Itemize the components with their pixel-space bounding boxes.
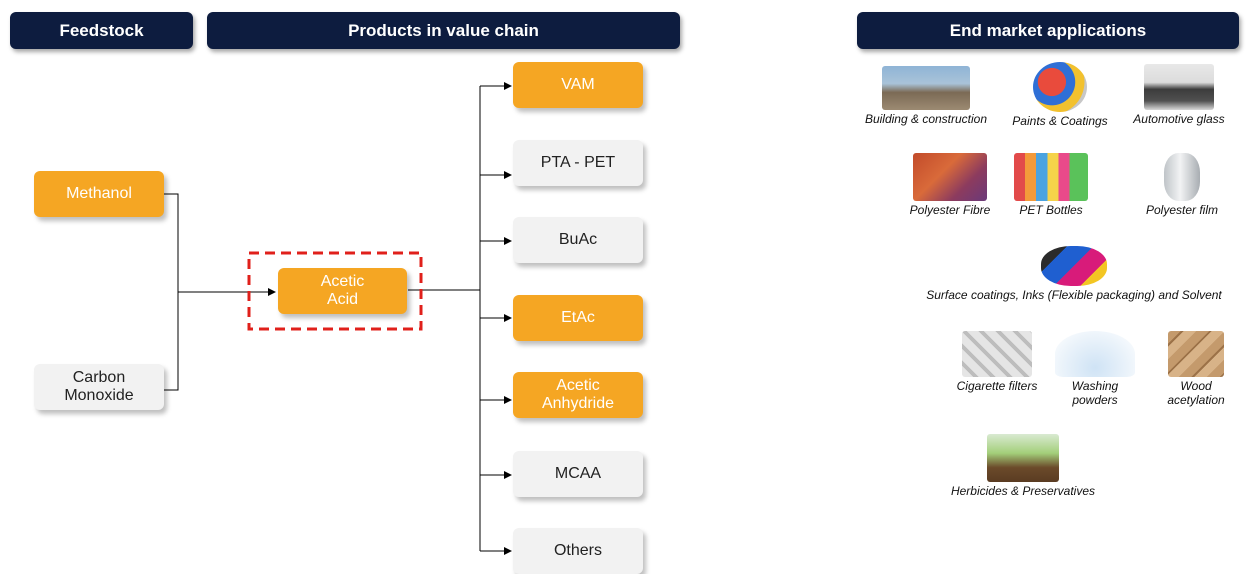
product-etac: EtAc — [513, 295, 643, 341]
app-cigarette: Cigarette filters — [944, 331, 1050, 393]
acetic-acid-highlight — [247, 251, 423, 331]
app-pet-bottles: PET Bottles — [1010, 153, 1092, 217]
app-polyester-fibre: Polyester Fibre — [895, 153, 1005, 217]
methanol-box: Methanol — [34, 171, 164, 217]
car-image — [1144, 64, 1214, 110]
product-pta-pet: PTA - PET — [513, 140, 643, 186]
paint-cans-image — [1033, 62, 1087, 112]
header-end-market: End market applications — [857, 12, 1239, 49]
app-building: Building & construction — [846, 66, 1006, 126]
app-polyester-film: Polyester film — [1132, 153, 1232, 217]
washing-powder-image — [1055, 331, 1135, 377]
app-paints: Paints & Coatings — [1005, 62, 1115, 128]
inks-image — [1041, 246, 1107, 286]
wood-image — [1168, 331, 1224, 377]
fibre-image — [913, 153, 987, 201]
app-surface-coatings: Surface coatings, Inks (Flexible packagi… — [905, 246, 1243, 302]
building-image — [882, 66, 970, 110]
header-products: Products in value chain — [207, 12, 680, 49]
product-mcaa: MCAA — [513, 451, 643, 497]
bottles-image — [1014, 153, 1088, 201]
header-feedstock: Feedstock — [10, 12, 193, 49]
film-roll-image — [1164, 153, 1200, 201]
app-herbicides: Herbicides & Preservatives — [948, 434, 1098, 498]
cigarette-filters-image — [962, 331, 1032, 377]
app-automotive: Automotive glass — [1123, 64, 1235, 126]
product-buac: BuAc — [513, 217, 643, 263]
herbicides-image — [987, 434, 1059, 482]
product-vam: VAM — [513, 62, 643, 108]
product-others: Others — [513, 528, 643, 574]
